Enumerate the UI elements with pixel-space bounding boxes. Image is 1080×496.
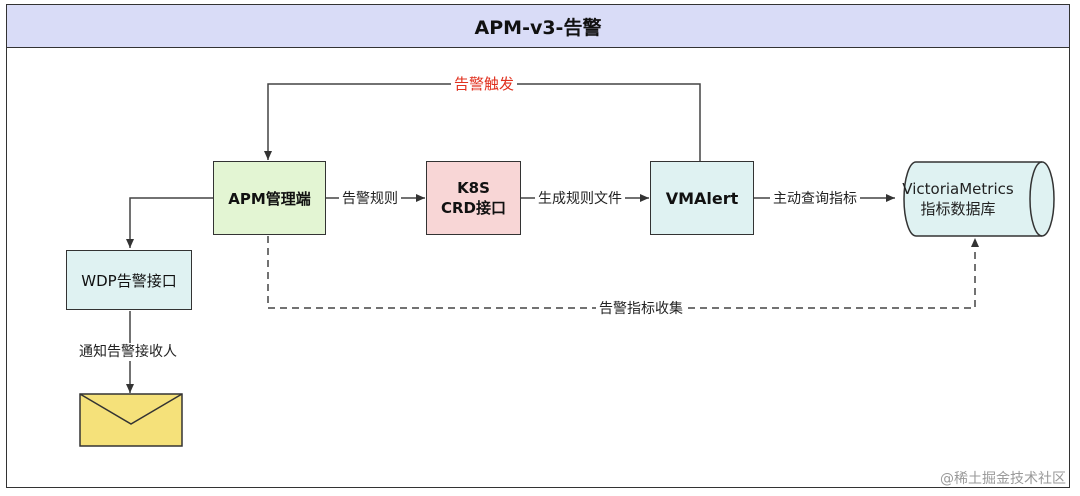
- k8s-label-line1: K8S: [457, 179, 490, 197]
- vmalert-label: VMAlert: [665, 188, 739, 208]
- notify-label: 通知告警接收人: [76, 343, 180, 361]
- diagram-title: APM-v3-告警: [7, 5, 1069, 48]
- wdp-label: WDP告警接口: [81, 271, 177, 290]
- trigger-label: 告警触发: [451, 75, 518, 93]
- rules-label: 告警规则: [339, 190, 401, 208]
- k8s-label-line2: CRD接口: [440, 199, 506, 217]
- collect-label: 告警指标收集: [596, 300, 686, 318]
- edge-collect: [267, 236, 979, 309]
- watermark: @稀土掘金技术社区: [940, 471, 1066, 487]
- gen-file-label: 生成规则文件: [535, 190, 625, 208]
- query-label: 主动查询指标: [770, 190, 860, 208]
- vmalert-node: VMAlert: [650, 161, 754, 235]
- edge-trigger: [264, 83, 701, 161]
- k8s-crd-node: K8S CRD接口: [426, 161, 521, 235]
- apm-label: APM管理端: [228, 189, 311, 208]
- apm-management-node: APM管理端: [213, 161, 326, 235]
- database-cylinder: [903, 161, 1055, 237]
- edge-apm-wdp: [126, 197, 213, 248]
- database-label: VictoriaMetrics 指标数据库: [896, 179, 1020, 219]
- envelope-icon: [79, 393, 183, 447]
- database-label-line1: VictoriaMetrics: [902, 180, 1014, 198]
- wdp-alert-node: WDP告警接口: [66, 250, 192, 310]
- database-label-line2: 指标数据库: [920, 200, 996, 218]
